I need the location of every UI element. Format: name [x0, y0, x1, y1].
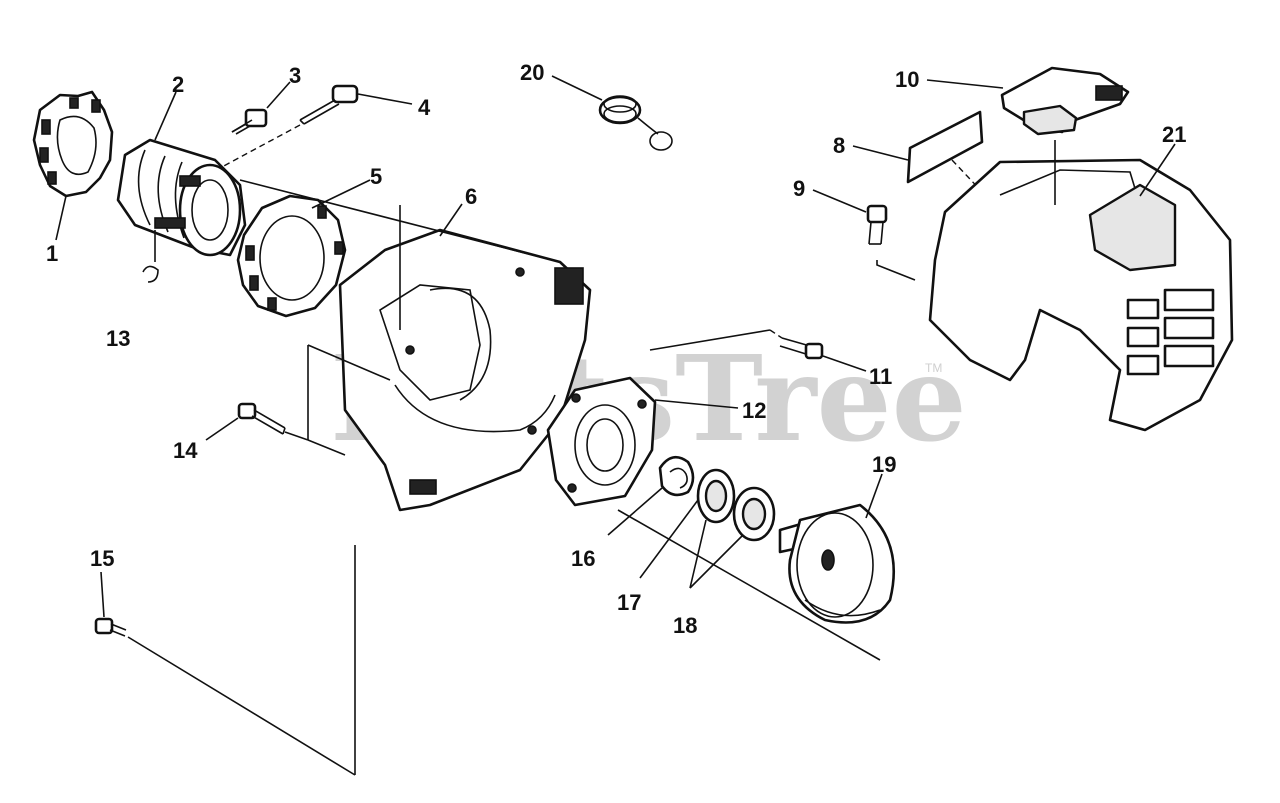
label-21: 21 [1162, 122, 1186, 147]
leader-20 [551, 75, 603, 101]
leader-18a [689, 519, 707, 589]
leader-2 [154, 91, 177, 141]
leader-10 [926, 79, 1004, 89]
leader-16 [607, 487, 663, 536]
label-18: 18 [673, 613, 697, 638]
label-13: 13 [106, 326, 130, 351]
label-17: 17 [617, 590, 641, 615]
label-15: 15 [90, 546, 114, 571]
label-10: 10 [895, 67, 919, 92]
label-4: 4 [418, 95, 431, 120]
leader-14 [205, 417, 239, 441]
part-14-screw [237, 402, 286, 435]
leader-19 [865, 473, 883, 519]
leader-12 [654, 399, 739, 409]
part-3-screw [231, 108, 268, 135]
label-6: 6 [465, 184, 477, 209]
leader-3 [266, 81, 291, 109]
part-16-snap-ring [658, 455, 695, 497]
leader-4 [357, 93, 413, 105]
label-8: 8 [833, 133, 845, 158]
label-5: 5 [370, 164, 382, 189]
label-9: 9 [793, 176, 805, 201]
watermark-tm: TM [925, 361, 942, 375]
label-1: 1 [46, 241, 58, 266]
part-6-housing [338, 228, 592, 512]
part-9-screw [866, 204, 888, 245]
part-11-screw [779, 337, 824, 360]
label-2: 2 [172, 72, 184, 97]
leader-1 [55, 195, 67, 241]
leader-21 [1139, 143, 1176, 197]
label-11: 11 [869, 364, 892, 389]
part-1-collar [32, 90, 114, 198]
leader-8 [852, 145, 909, 161]
part-4-bolt [299, 84, 359, 125]
label-14: 14 [173, 438, 198, 463]
part-19-drum [778, 503, 896, 624]
leader-15 [100, 571, 105, 618]
part-21-shroud [928, 140, 1234, 432]
label-16: 16 [571, 546, 595, 571]
label-12: 12 [742, 398, 766, 423]
label-19: 19 [872, 452, 896, 477]
leader-9 [812, 189, 867, 213]
part-8-label [906, 110, 984, 184]
part-18-bearing-b [732, 486, 776, 542]
part-18-bearing-a [696, 468, 736, 524]
clip [142, 265, 159, 283]
part-20-spring [598, 95, 673, 151]
part-12-flange [546, 376, 657, 507]
label-3: 3 [289, 63, 301, 88]
part-15-screw [94, 617, 127, 637]
part-2-sleeve [116, 138, 247, 257]
leader-18b [689, 535, 743, 589]
leader-11 [822, 355, 867, 372]
part-10-plate [1000, 66, 1130, 136]
part-5-ring [236, 194, 347, 318]
leader-5 [311, 179, 371, 209]
leader-6 [439, 203, 463, 237]
label-20: 20 [520, 60, 544, 85]
